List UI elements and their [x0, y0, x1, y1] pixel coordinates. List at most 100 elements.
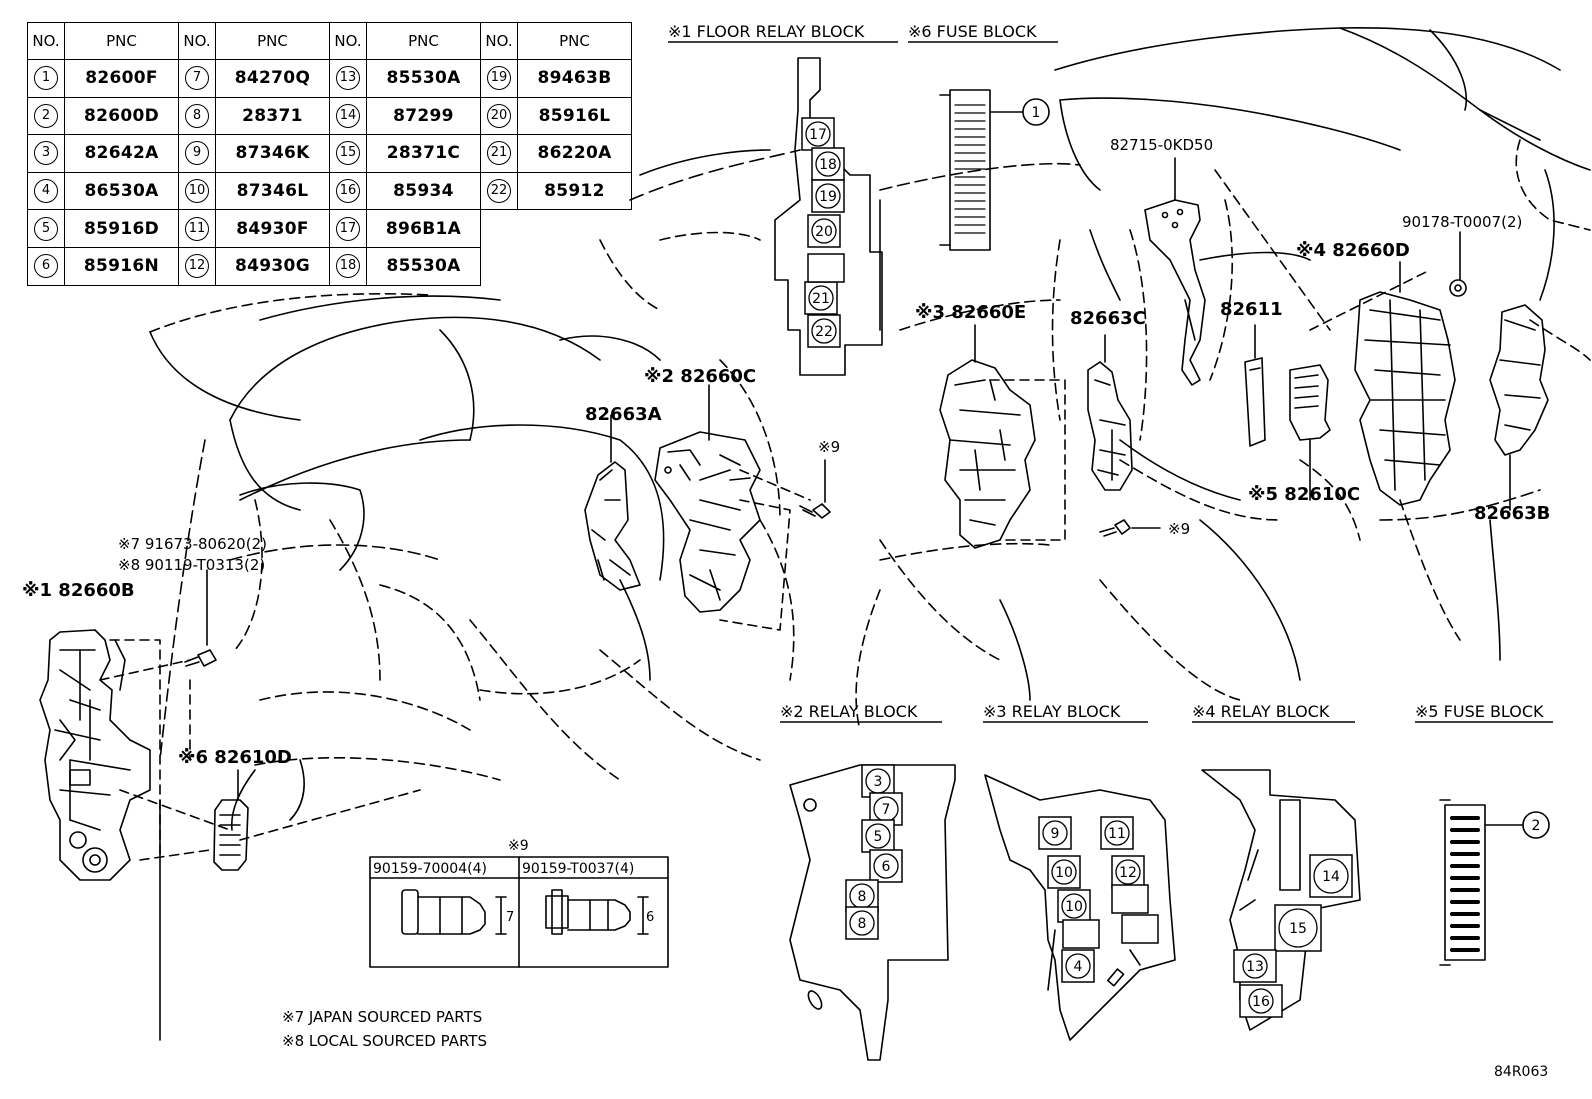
- label-82660D: ※4 82660D: [1296, 240, 1410, 261]
- pnc-no-cell: 21: [480, 134, 518, 173]
- item-number: 21: [487, 141, 511, 166]
- pnc-code-cell: 86530A: [64, 171, 179, 211]
- relay-4-item-box: [1233, 949, 1277, 983]
- floor-relay-item-number: 18: [819, 157, 837, 173]
- pnc-table-header: NO. PNC NO. PNC NO. PNC NO. PNC: [27, 22, 632, 60]
- relay-3-item-number: 4: [1074, 959, 1083, 975]
- item-number: 12: [185, 254, 209, 279]
- pnc-no-cell: 1: [27, 59, 65, 98]
- pnc-code-cell: 85916D: [64, 209, 179, 248]
- label-bolt-9-center: ※9: [818, 438, 840, 456]
- bracket-82715: [1144, 157, 1206, 386]
- title-relay-block-4: ※4 RELAY BLOCK: [1192, 702, 1330, 721]
- fastener-table-title: ※9: [508, 838, 529, 854]
- pnc-no-cell: 22: [480, 171, 518, 211]
- floor-relay-item-box: [807, 214, 841, 248]
- pnc-code-cell: 87346L: [215, 171, 330, 211]
- relay-3-item-number: 11: [1108, 826, 1126, 842]
- label-90119: ※8 90119-T0313(2): [118, 556, 265, 574]
- relay-2-item-number: 5: [874, 829, 883, 845]
- fuse-block-5-drawing: [1439, 799, 1550, 966]
- label-82660B: ※1 82660B: [22, 580, 135, 601]
- relay-4-item-box: [1309, 854, 1353, 898]
- pnc-code-cell: 84930F: [215, 209, 330, 248]
- bolt-90119: [184, 569, 217, 667]
- fuse-6-ref-number: 1: [1032, 105, 1041, 121]
- item-number: 1: [34, 66, 58, 91]
- relay-3-item-circle: [1065, 953, 1091, 979]
- relay-3-item-number: 9: [1051, 826, 1060, 842]
- relay-2-item-box: [845, 906, 879, 940]
- pnc-code-cell: 85916N: [64, 246, 179, 286]
- fastener-col-2: 90159-T0037(4): [522, 861, 634, 877]
- floor-relay-item-box: [811, 179, 845, 213]
- title-fuse-block-5: ※5 FUSE BLOCK: [1415, 702, 1544, 721]
- nut-90178: [1449, 231, 1467, 297]
- item-number: 2: [34, 103, 58, 128]
- item-number: 14: [336, 103, 360, 128]
- pnc-code-cell: 84270Q: [215, 59, 330, 98]
- title-relay-block-3: ※3 RELAY BLOCK: [983, 702, 1121, 721]
- header-pnc: PNC: [64, 22, 179, 60]
- floor-relay-item-number: 17: [809, 127, 827, 143]
- header-pnc: PNC: [517, 22, 632, 60]
- relay-3-item-box: [1061, 949, 1095, 983]
- fuse-block-6-drawing: [939, 89, 1050, 251]
- pnc-no-cell: 2: [27, 96, 65, 136]
- relay-3-item-box: [1100, 816, 1134, 850]
- label-82663B: 82663B: [1474, 503, 1550, 524]
- relay-2-item-number: 6: [882, 859, 891, 875]
- pnc-no-cell: 5: [27, 209, 65, 248]
- pnc-no-cell: 10: [178, 171, 216, 211]
- floor-relay-item-box: [807, 314, 841, 348]
- blank-slot-box: [807, 253, 845, 283]
- pnc-no-cell: 18: [329, 246, 367, 286]
- pnc-no-cell: 8: [178, 96, 216, 136]
- floor-relay-item-circle: [815, 183, 841, 209]
- relay-3-item-box: [1111, 855, 1145, 889]
- item-number: 17: [336, 216, 360, 241]
- header-no: NO.: [480, 22, 518, 60]
- floor-relay-item-box: [801, 117, 835, 151]
- relay-block-82660D: [1354, 261, 1456, 506]
- label-91673: ※7 91673-80620(2): [118, 535, 267, 553]
- blank-slot-box: [1111, 884, 1149, 914]
- label-bolt-9-right: ※9: [1168, 520, 1190, 538]
- relay-3-item-circle: [1061, 893, 1087, 919]
- item-number: 10: [185, 179, 209, 204]
- bracket-82663C: [1087, 334, 1133, 491]
- pnc-no-cell: 17: [329, 209, 367, 248]
- item-number: 4: [34, 179, 58, 204]
- item-number: 5: [34, 216, 58, 241]
- label-82715: 82715-0KD50: [1110, 136, 1213, 154]
- relay-block-82660E: [939, 324, 1036, 549]
- relay-4-item-box: [1239, 984, 1283, 1018]
- item-number: 13: [336, 66, 360, 91]
- pnc-code-cell: 896B1A: [366, 209, 481, 248]
- relay-2-item-number: 8: [858, 916, 867, 932]
- fastener-col-1: 90159-70004(4): [373, 861, 487, 877]
- bracket-82663A: [584, 414, 641, 591]
- relay-4-item-circle: [1278, 908, 1318, 948]
- pnc-code-cell: 85934: [366, 171, 481, 211]
- relay-block-2-drawing: [789, 764, 956, 1061]
- pnc-code-cell: 87346K: [215, 134, 330, 173]
- relay-block-82660C: [654, 384, 761, 613]
- label-82663C: 82663C: [1070, 308, 1146, 329]
- label-82610D: ※6 82610D: [178, 747, 292, 768]
- relay-4-item-circle: [1242, 953, 1268, 979]
- floor-relay-item-number: 19: [819, 189, 837, 205]
- label-82663A: 82663A: [585, 404, 662, 425]
- item-number: 8: [185, 103, 209, 128]
- pnc-no-cell: 12: [178, 246, 216, 286]
- label-82660C: ※2 82660C: [644, 366, 756, 387]
